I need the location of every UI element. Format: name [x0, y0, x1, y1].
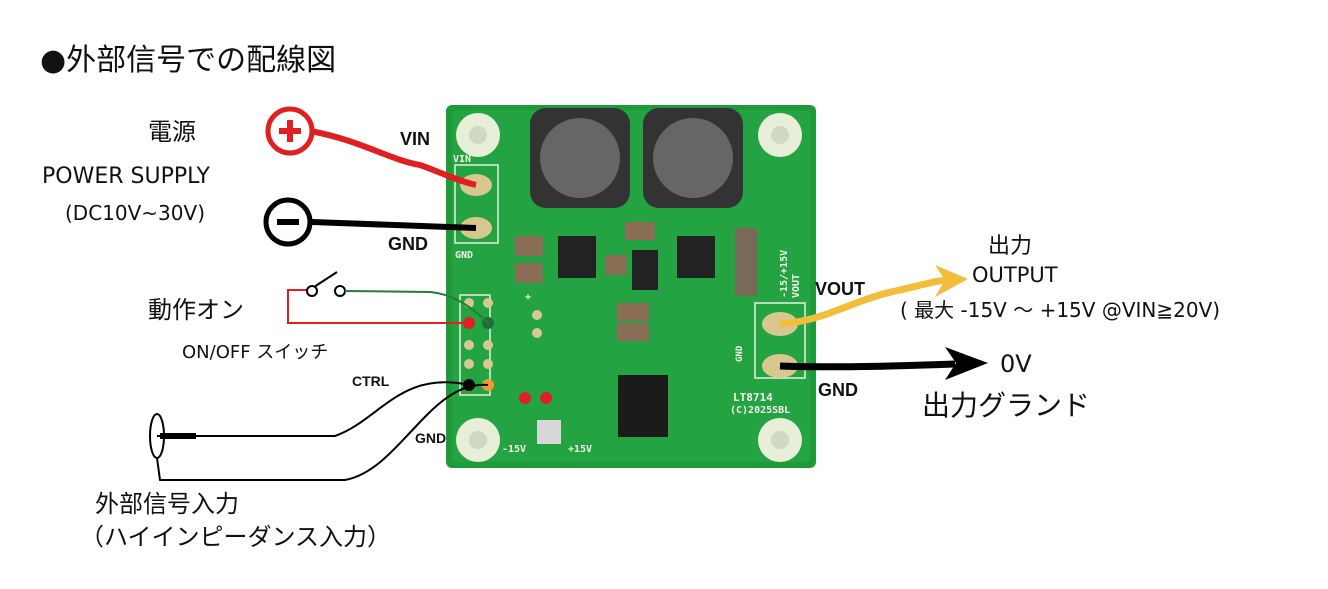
signal-cable-part — [156, 383, 489, 481]
mosfet — [558, 236, 715, 290]
capacitor-part — [617, 303, 649, 321]
mosfet-part — [558, 236, 596, 278]
indicator-dot-part — [540, 392, 552, 404]
ctrl-label: CTRL — [352, 373, 390, 389]
capacitor-part — [515, 263, 543, 283]
signal-cable — [149, 381, 489, 481]
switch-label-en: ON/OFF スイッチ — [182, 342, 328, 363]
output-label-ja: 出力 — [988, 234, 1032, 259]
pcb-vout-label: VOUT — [791, 274, 802, 298]
indicator-dot-part — [519, 392, 531, 404]
power-supply-en: POWER SUPPLY — [42, 164, 210, 189]
mosfet-part — [632, 250, 658, 290]
mosfet-part — [677, 236, 715, 278]
pcb-plus15-label: +15V — [568, 444, 592, 455]
output-gnd-ja: 出力グランド — [922, 389, 1090, 422]
pcb-vin-label: VIN — [453, 154, 471, 165]
pcb-board-part-part — [532, 310, 542, 320]
pcb-copyright: (C)2025SBL — [730, 405, 790, 416]
pcb-plus-label: + — [525, 292, 531, 303]
inductor — [530, 108, 743, 208]
pcb-board-part-part — [464, 359, 474, 369]
pcb-board-part-part — [771, 431, 789, 449]
vout-wire-label: VOUT — [815, 279, 865, 299]
minus-terminal-icon-part — [277, 219, 299, 225]
vout-wire — [779, 276, 951, 328]
pcb-board-part — [464, 298, 542, 369]
capacitor-part — [515, 236, 543, 256]
output-label-en: OUTPUT — [972, 263, 1058, 287]
pcb-board-part-part — [483, 359, 493, 369]
pcb-board-part-part — [532, 328, 542, 338]
pcb-chip-label: LT8714 — [733, 391, 773, 404]
output-gnd-arrow-icon — [945, 347, 988, 380]
switch-icon-part — [313, 271, 338, 288]
minus-terminal-icon — [263, 197, 313, 247]
plus-terminal-icon-part — [287, 120, 293, 142]
plus-terminal-icon — [265, 106, 315, 156]
capacitor-part — [735, 228, 757, 296]
pcb-board-part-part — [469, 431, 487, 449]
pcb-minus-label: -15V — [502, 444, 526, 455]
terminal-block-part — [454, 164, 499, 244]
pcb-board-part-part — [464, 340, 474, 350]
trimmer-potentiometer — [537, 420, 561, 444]
capacitor-part — [625, 222, 655, 240]
gnd-wire — [311, 219, 477, 231]
ctrl-gnd-label: GND — [415, 430, 446, 446]
vin-wire-label: VIN — [400, 129, 430, 149]
switch-label-ja: 動作オン — [148, 296, 244, 324]
diagram-title: ●外部信号での配線図 — [40, 43, 336, 78]
pcb-gnd-label: GND — [455, 250, 473, 261]
signal-cable-part — [157, 381, 470, 437]
switch-icon — [287, 271, 489, 324]
switch-icon-part — [334, 285, 346, 297]
output-zero-volt: 0V — [1000, 350, 1032, 378]
capacitor — [515, 222, 757, 341]
power-supply-ja: 電源 — [148, 118, 196, 146]
pcb-board-part-part — [469, 126, 487, 144]
switch-icon-part — [287, 289, 469, 324]
pcb-vout-range-label: -15/+15V — [779, 250, 790, 298]
output-range: ( 最大 -15V ～ +15V @VIN≧20V) — [900, 298, 1220, 322]
pcb-board-part-part — [483, 340, 493, 350]
lt8714-chip — [618, 375, 668, 437]
gnd-wire-label: GND — [388, 234, 428, 254]
switch-icon-part — [344, 290, 489, 324]
output-gnd-wire — [779, 360, 956, 371]
switch-icon-part — [306, 285, 318, 297]
pcb-gnd-out-label: GND — [735, 345, 745, 362]
pcb-board-part-part — [483, 298, 493, 308]
pcb-board: VIN GND + -15/+15V VOUT GND LT8714 (C)20… — [446, 105, 816, 468]
plug-tip-icon — [160, 433, 196, 439]
signal-input-label: 外部信号入力 — [95, 490, 239, 518]
vin-wire — [309, 128, 477, 188]
inductor-part — [653, 118, 733, 198]
power-supply-range: (DC10V~30V) — [65, 201, 205, 225]
pcb-board-part-part — [771, 126, 789, 144]
pcb-board-part — [469, 126, 789, 449]
inductor-part — [540, 118, 620, 198]
capacitor-part — [605, 255, 627, 275]
capacitor-part — [617, 323, 649, 341]
output-gnd-wire-label: GND — [818, 380, 858, 400]
vout-arrow-icon — [935, 265, 968, 297]
signal-input-note: （ハイインピーダンス入力） — [80, 523, 391, 551]
